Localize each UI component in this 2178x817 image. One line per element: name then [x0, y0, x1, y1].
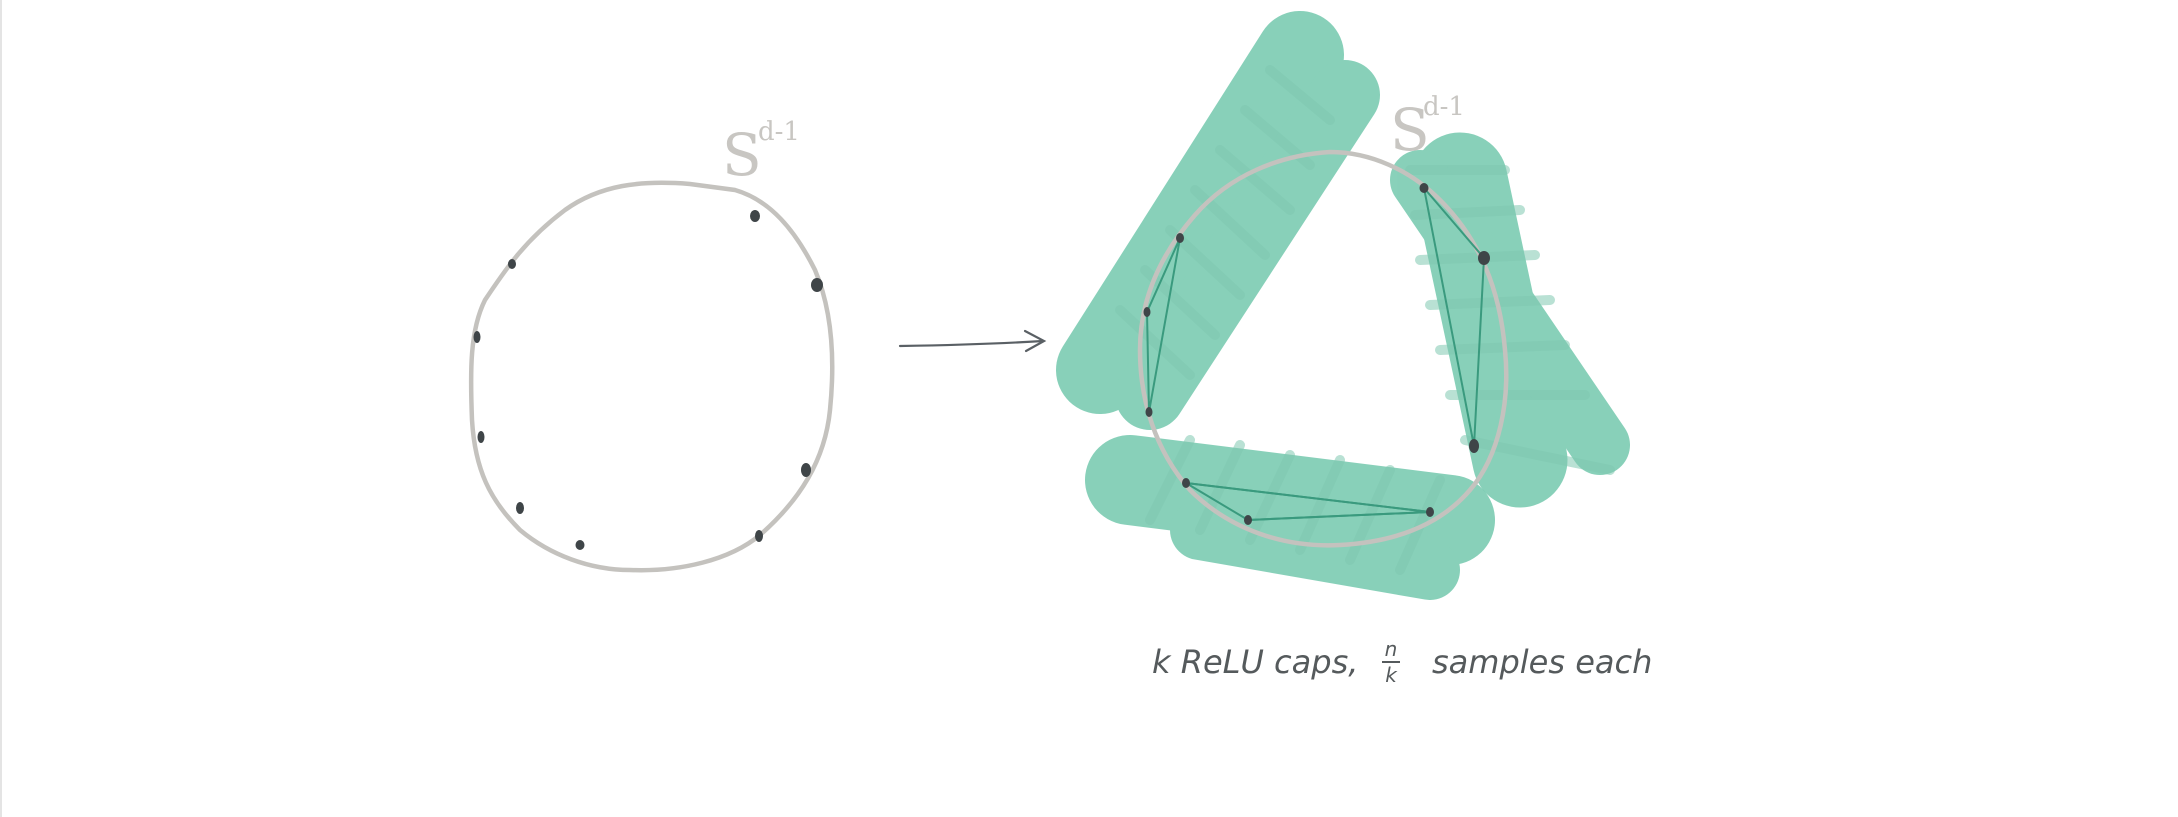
sample-point: [1182, 478, 1190, 488]
right-sphere-label: S d-1: [1390, 92, 1465, 164]
left-sample-points: [473, 210, 823, 550]
caption: k ReLU caps, n k samples each: [1152, 637, 1652, 687]
sample-point: [477, 431, 485, 443]
sample-point: [801, 463, 811, 477]
relu-cap-right: [1390, 132, 1630, 508]
relu-cap-left: [1056, 11, 1380, 430]
right-sphere-group: S d-1: [1056, 11, 1630, 600]
left-sphere-group: S d-1: [468, 117, 835, 573]
svg-text:d-1: d-1: [1423, 92, 1465, 122]
sample-point: [750, 210, 760, 222]
svg-text:S: S: [722, 121, 762, 189]
sample-point: [1478, 251, 1490, 265]
svg-text:S: S: [1390, 96, 1430, 164]
sample-point: [1176, 233, 1184, 243]
relu-cap-bottom: [1085, 435, 1495, 600]
right-sample-points: [1143, 183, 1490, 525]
sample-point: [516, 502, 524, 514]
caption-part2: samples each: [1432, 643, 1652, 681]
caption-fraction-numerator: n: [1385, 637, 1398, 661]
sample-point: [1244, 515, 1252, 525]
page-left-border: [0, 0, 2, 817]
caption-fraction-denominator: k: [1385, 663, 1398, 687]
cap-chords: [1145, 184, 1486, 522]
sample-point: [1426, 507, 1434, 517]
caption-part1: k ReLU caps,: [1152, 643, 1358, 681]
sample-point: [575, 540, 585, 550]
sample-point: [811, 278, 823, 292]
transform-arrow: [898, 329, 1047, 353]
sample-point: [1145, 407, 1153, 417]
arrow-shaft: [898, 339, 1045, 348]
svg-text:d-1: d-1: [758, 117, 800, 147]
sample-point: [1143, 307, 1151, 317]
sample-point: [1469, 439, 1479, 453]
sample-point: [1419, 183, 1429, 193]
arrow-head: [1023, 329, 1047, 353]
left-sphere-circle: [468, 180, 835, 573]
sample-point: [755, 530, 763, 542]
sample-point: [508, 259, 516, 269]
sample-point: [473, 331, 481, 343]
left-sphere-label: S d-1: [722, 117, 800, 189]
